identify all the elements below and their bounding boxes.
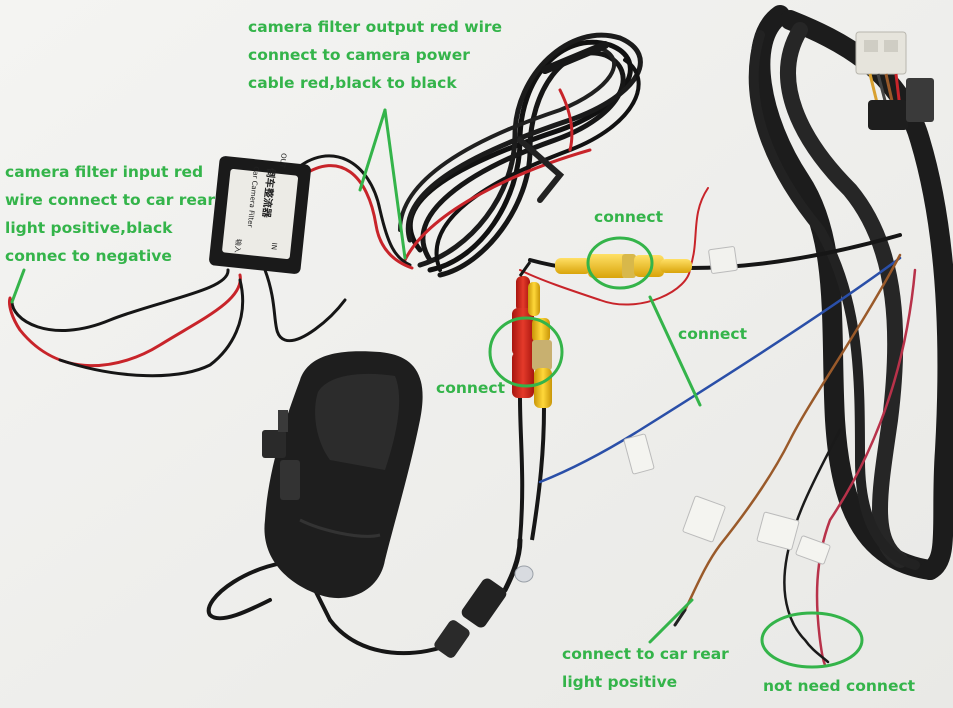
annotation-line: connect to car rear	[562, 645, 729, 663]
bottom-right-wires	[756, 268, 917, 667]
annotation-filter-input: camera filter input red wire connect to …	[5, 158, 215, 270]
coiled-cable	[398, 32, 643, 278]
annotation-filter-output: camera filter output red wire connect to…	[248, 13, 502, 97]
filter-input-wires	[8, 268, 245, 378]
blue-wire	[538, 256, 902, 484]
annotation-marks	[10, 108, 864, 669]
annotation-connect-top: connect	[594, 208, 664, 226]
white-plug	[855, 31, 934, 130]
camera-unit	[262, 351, 423, 599]
annotation-connect-left: connect	[436, 379, 506, 397]
annotation-line: light positive	[562, 673, 678, 691]
filter-in-cn: 输入	[233, 238, 243, 253]
annotation-line: camera filter input red	[5, 163, 204, 181]
camera-plug	[434, 565, 534, 658]
filter-out: OUT	[278, 153, 288, 169]
filter-in: IN	[269, 242, 278, 250]
annotation-line: connec to negative	[5, 247, 172, 265]
camera-filter-box: 倒车整流器 Car Camera Filter OUT IN 输入	[209, 153, 311, 274]
annotation-line: cable red,black to black	[248, 74, 457, 92]
annotation-line: camera filter output red wire	[248, 18, 503, 36]
annotation-not-need: not need connect	[763, 677, 916, 695]
annotation-line: light positive,black	[5, 219, 173, 237]
yellow-rca-horizontal	[555, 246, 738, 278]
filter-output-wires	[263, 154, 414, 343]
brown-wire	[673, 253, 902, 627]
annotation-line: wire connect to car rear	[5, 191, 215, 209]
annotation-line: connect to camera power	[248, 46, 470, 64]
annotation-rear-light: connect to car rear light positive	[562, 640, 729, 696]
annotation-connect-right: connect	[678, 325, 748, 343]
